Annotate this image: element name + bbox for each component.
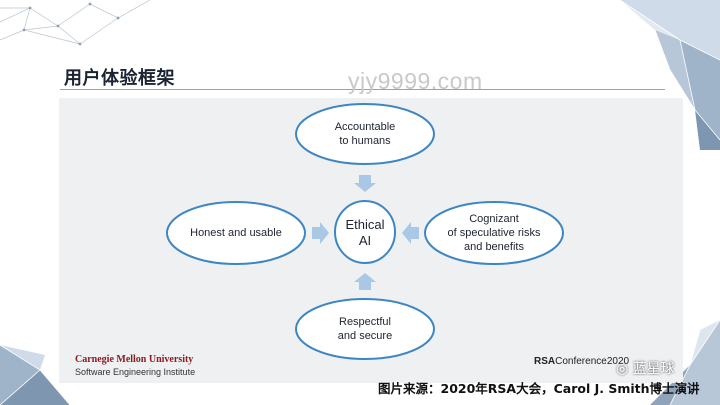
center-node: Ethical AI (335, 217, 395, 249)
right-line-1: Cognizant (469, 213, 519, 225)
rsa-logo: RSAConference2020 (534, 356, 629, 367)
wechat-icon: ◎ (616, 361, 629, 377)
title-divider (60, 89, 665, 90)
left-line-1: Honest and usable (190, 227, 282, 239)
right-line-3: and benefits (464, 241, 524, 253)
arrow-left (402, 222, 419, 244)
cmu-logo-name: Carnegie Mellon University (75, 354, 194, 365)
center-line-2: AI (358, 233, 372, 248)
center-ellipse (334, 200, 396, 264)
bottom-line-1: Respectful (339, 316, 391, 328)
slide-title: 用户体验框架 (64, 68, 175, 89)
left-ellipse (166, 201, 306, 265)
wechat-tag: ◎ 蓝星球 (616, 358, 675, 378)
top-node: Accountable to humans (296, 120, 434, 148)
wechat-tag-text: 蓝星球 (632, 361, 675, 377)
watermark: yjy9999.com (348, 68, 483, 94)
arrow-up (354, 273, 376, 290)
decor-bottom-left (0, 344, 71, 405)
bottom-ellipse (295, 298, 435, 360)
top-line-1: Accountable (334, 121, 396, 133)
decor-top-left (0, 0, 151, 46)
right-line-2: of speculative risks (447, 227, 541, 239)
rsa-logo-bold: RSA (534, 356, 556, 367)
arrow-right (312, 222, 329, 244)
center-line-1: Ethical (345, 217, 385, 232)
top-line-2: to humans (339, 135, 391, 147)
right-node: Cognizant of speculative risks and benef… (425, 212, 563, 254)
arrow-down (354, 175, 376, 192)
bottom-node: Respectful and secure (296, 315, 434, 343)
decor-bottom-right (650, 320, 720, 405)
rsa-logo-rest: Conference2020 (555, 356, 630, 367)
top-ellipse (295, 103, 435, 165)
cmu-logo-sub: Software Engineering Institute (75, 367, 196, 377)
source-caption: 图片来源：2020年RSA大会，Carol J. Smith博士演讲 (378, 381, 700, 396)
bottom-line-2: and secure (337, 330, 393, 342)
right-ellipse (424, 201, 564, 265)
decor-top-right (619, 0, 720, 150)
left-node: Honest and usable (167, 226, 305, 240)
